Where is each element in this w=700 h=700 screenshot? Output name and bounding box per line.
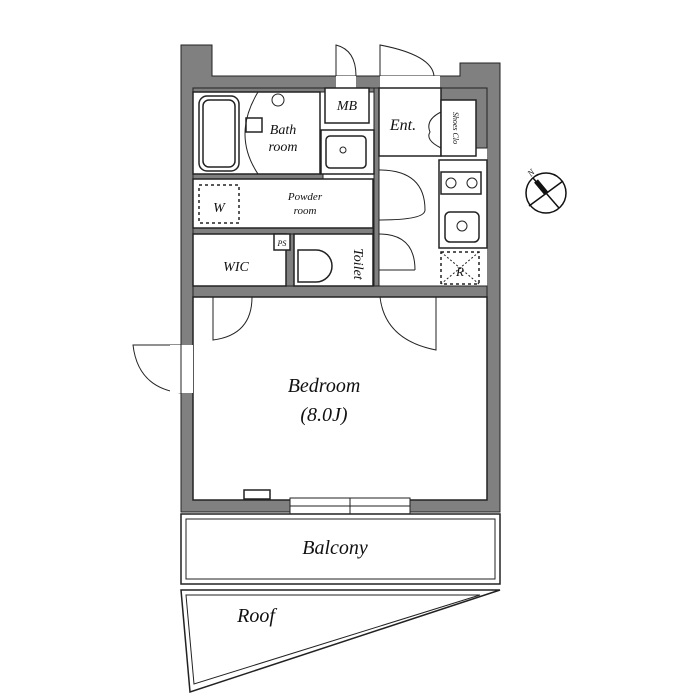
powder-room-label: Powder [287, 191, 323, 203]
plan-line [336, 76, 356, 89]
pipe-space [273, 233, 291, 251]
entrance-label: Ent. [389, 117, 416, 134]
toilet-door-arc [378, 233, 416, 271]
bath-door-arc [244, 91, 259, 175]
bath-controls-icon [245, 117, 263, 133]
balcony [180, 513, 501, 585]
washer-label: W [213, 201, 226, 216]
stove-icon [440, 171, 482, 195]
balcony-label: Balcony [302, 537, 368, 559]
plan-line [528, 180, 564, 207]
ps-label: PS [277, 239, 287, 248]
shoes-closet [440, 99, 477, 157]
plan-line [445, 177, 457, 189]
bedroom-size-label: (8.0J) [300, 404, 348, 426]
roof [180, 589, 501, 694]
fridge-label: R [455, 264, 464, 279]
entrance [378, 87, 442, 157]
entrance-opening [380, 76, 440, 89]
powder-room-label-2: room [294, 205, 317, 217]
sink-icon [325, 135, 367, 169]
plan-line [428, 111, 442, 149]
powder-door-arc [378, 169, 426, 221]
bathroom-label-2: room [268, 140, 297, 155]
mb-door-arc [335, 44, 357, 77]
shower-icon [271, 93, 285, 107]
plan-line [185, 594, 481, 685]
walk-in-closet [192, 233, 287, 287]
aircon-icon [243, 489, 271, 500]
plan-line [534, 179, 548, 195]
front-door-arc [379, 44, 435, 77]
plan-line [456, 220, 468, 232]
washer-space [198, 184, 240, 224]
toilet-label: Toilet [350, 248, 365, 280]
kitchen-sink-icon [444, 211, 480, 243]
plan-line [192, 285, 488, 298]
mb-label: MB [336, 99, 358, 114]
plan-line [339, 146, 347, 154]
wic-door-arc [212, 296, 253, 341]
bedroom-label: Bedroom [288, 375, 361, 397]
bedroom [192, 296, 488, 501]
powder-room [192, 178, 374, 229]
compass-icon: N [525, 166, 567, 214]
roof-label: Roof [236, 605, 277, 627]
plan-line [185, 518, 496, 580]
fridge-space [440, 251, 480, 285]
bathroom-label: Bath [270, 123, 296, 138]
plan-line [192, 227, 374, 235]
plan-line [440, 251, 480, 285]
wic-label: WIC [223, 260, 249, 275]
meter-box [324, 87, 370, 124]
toilet-icon [297, 249, 333, 283]
plan-line [466, 177, 478, 189]
hall-door-arc [379, 296, 437, 351]
plan-line [202, 99, 236, 168]
shoes-closet-label: Shoes Clo [451, 112, 460, 144]
